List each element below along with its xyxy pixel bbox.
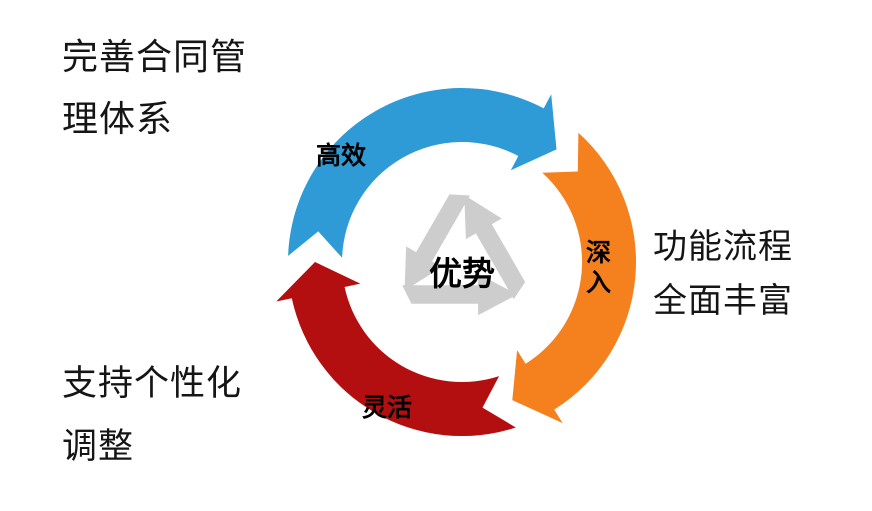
callout-line: 全面丰富 xyxy=(653,282,793,320)
arc-label-efficient: 高效 xyxy=(316,142,367,170)
callout-line: 完善合同管 xyxy=(62,36,248,77)
center-label: 优势 xyxy=(429,255,495,292)
callout-line: 调整 xyxy=(62,427,135,466)
callout-bottom-left: 支持个性化 调整 xyxy=(62,352,242,478)
arc-bottom-red xyxy=(276,262,516,437)
callout-top-left: 完善合同管 理体系 xyxy=(62,26,247,150)
recycle-icon xyxy=(402,194,526,316)
callout-right: 功能流程 全面丰富 xyxy=(653,220,793,328)
callout-line: 理体系 xyxy=(62,98,174,139)
arc-right-orange xyxy=(512,132,637,424)
callout-line: 功能流程 xyxy=(653,228,793,266)
callout-line: 支持个性化 xyxy=(62,364,243,403)
arc-top-blue xyxy=(288,88,557,258)
arc-label-deep: 深入 xyxy=(586,239,612,297)
arc-label-flexible: 灵活 xyxy=(362,394,413,422)
